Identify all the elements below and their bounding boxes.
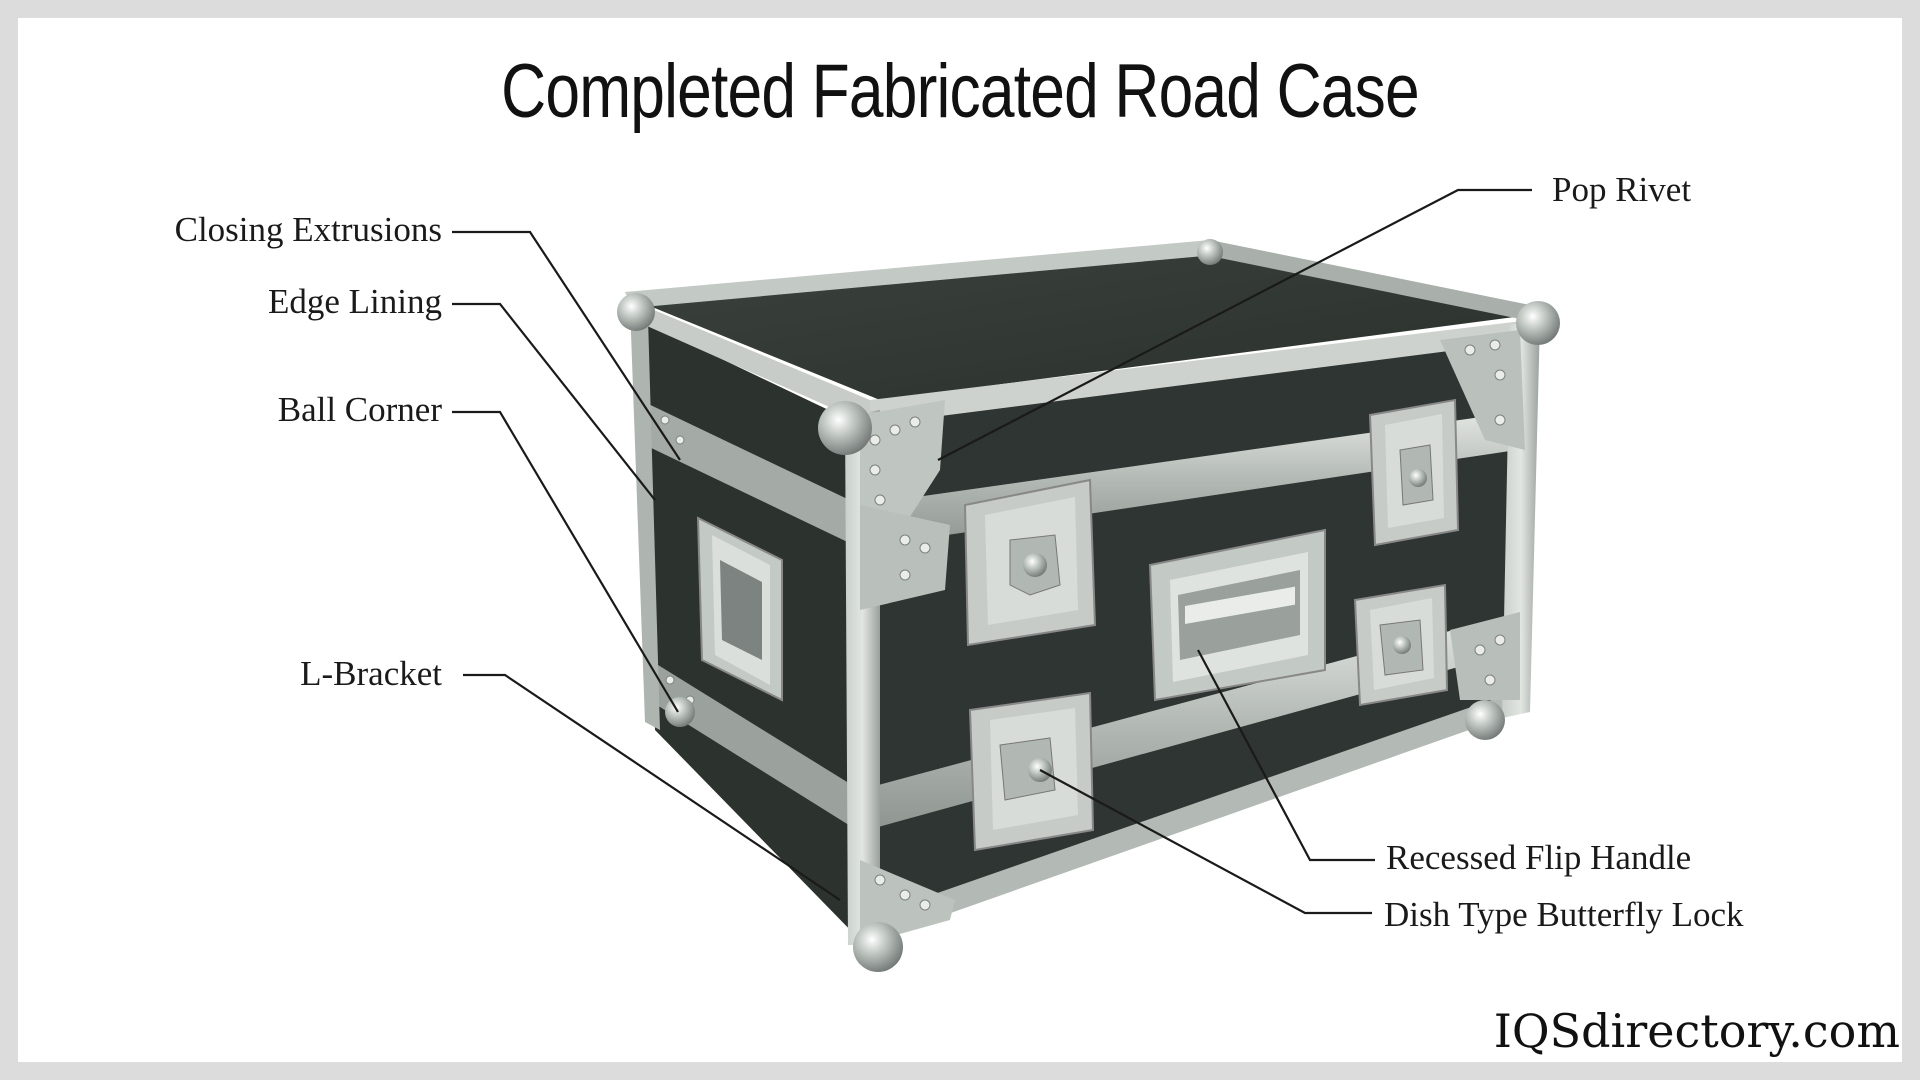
left-bottom-extrusion — [650, 660, 860, 832]
leader-edge-lining — [452, 302, 656, 501]
ball-corner-left-bottom — [665, 697, 695, 727]
label-recessed-flip-handle: Recessed Flip Handle — [1386, 838, 1692, 877]
lid-rim-right — [1205, 240, 1545, 322]
diagram-title: Completed Fabricated Road Case — [501, 49, 1419, 134]
leader-closing-extrusions — [452, 230, 681, 461]
l-bracket-bottom-right — [1450, 612, 1520, 700]
label-pop-rivet: Pop Rivet — [1552, 170, 1692, 209]
leader-pop-rivet — [937, 188, 1532, 461]
leader-recessed-flip-handle — [1197, 649, 1375, 862]
label-l-bracket: L-Bracket — [300, 654, 442, 693]
ball-corner-back-left — [617, 293, 655, 331]
butterfly-lock-bottom-left — [968, 691, 1095, 852]
ball-corner-front-bottom — [853, 922, 903, 972]
label-closing-extrusions: Closing Extrusions — [174, 210, 442, 249]
ball-corner-right-top — [1516, 301, 1560, 345]
leader-l-bracket — [463, 673, 841, 901]
back-left-vertical-extrusion — [630, 305, 660, 730]
brand-watermark: IQSdirectory.com — [1493, 1004, 1900, 1058]
left-lid-extrusion — [640, 400, 860, 548]
front-bottom-edge — [860, 690, 1520, 945]
ball-corner-back — [1197, 239, 1223, 265]
leader-dish-type-butterfly-lock — [1039, 769, 1372, 915]
butterfly-lock-top-left — [963, 478, 1097, 647]
left-top-edge — [630, 300, 870, 425]
label-dish-type-butterfly-lock: Dish Type Butterfly Lock — [1384, 895, 1744, 934]
recessed-flip-handle-side — [696, 516, 783, 702]
lid-top-panel — [635, 250, 1530, 400]
front-top-edge — [870, 320, 1535, 425]
butterfly-lock-top-right — [1368, 398, 1460, 547]
l-bracket-mid-left — [860, 505, 950, 610]
butterfly-lock-bottom-right — [1353, 583, 1449, 707]
label-edge-lining: Edge Lining — [268, 282, 442, 321]
lid-rim-back — [625, 240, 1215, 308]
leader-lines — [452, 188, 1532, 915]
ball-corner-front-top — [818, 401, 872, 455]
leader-ball-corner — [452, 410, 679, 713]
label-ball-corner: Ball Corner — [277, 390, 442, 429]
ball-corner-right-bottom — [1465, 700, 1505, 740]
recessed-flip-handle-front — [1148, 528, 1326, 702]
road-case — [617, 239, 1560, 972]
